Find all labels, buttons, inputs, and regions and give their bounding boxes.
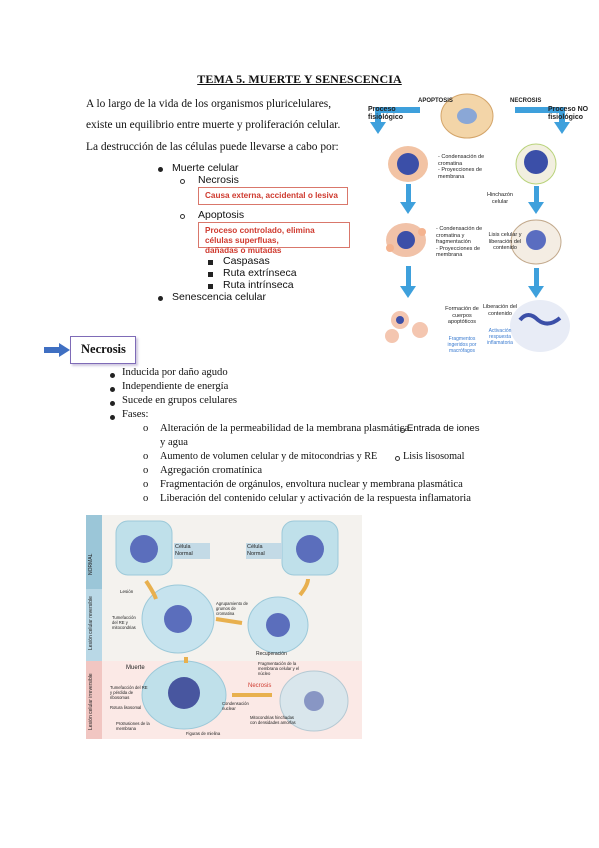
fig2-lesion-irrev: Lesión celular irreversible	[88, 673, 94, 730]
bullet	[110, 387, 115, 392]
fase-2b: Lisis lisosomal	[403, 451, 465, 462]
outline-sub-3: Ruta intrínseca	[223, 279, 294, 291]
intro-line-1: A lo largo de la vida de los organismos …	[86, 98, 332, 110]
necrosis-figure: NORMAL Lesión celular reversible Lesión …	[86, 515, 362, 739]
fig2-lesion: Lesión	[120, 589, 134, 594]
fig1-lisis: Lisis celular y liberación del contenido	[488, 232, 522, 251]
fase-circle: o	[143, 493, 149, 504]
outline-senescencia: Senescencia celular	[172, 291, 266, 303]
necrosis-heading: Necrosis	[81, 342, 126, 356]
square-bullet	[208, 272, 213, 277]
fig2-necrosis: Necrosis	[248, 683, 272, 689]
fig2-celula-normal-1: Célula Normal	[174, 543, 210, 559]
inline-circle-bullet	[395, 456, 400, 461]
necrosis-callout-text: Causa externa, accidental o lesiva	[205, 191, 338, 200]
fig1-condensacion-frag: - Condensación de cromatina y fragmentac…	[436, 226, 483, 258]
outline-muerte: Muerte celular	[172, 162, 239, 174]
fig2-tumefaccion2: Tumefacción del RE y pérdida de ribosoma…	[110, 685, 148, 700]
necrosis-bullet-1: Inducida por daño agudo	[122, 367, 228, 378]
apoptosis-callout: Proceso controlado, elimina células supe…	[198, 222, 350, 255]
bullet	[110, 373, 115, 378]
fig1-liberacion: Liberación del contenido	[482, 304, 518, 317]
necrosis-bullet-3: Sucede en grupos celulares	[122, 395, 238, 406]
fig2-figuras: Figuras de mielina	[186, 731, 221, 736]
fig2-celula-normal-2: Célula Normal	[246, 543, 282, 559]
outline-sub-2: Ruta extrínseca	[223, 267, 297, 279]
necrosis-heading-box: Necrosis	[70, 336, 136, 364]
bullet	[110, 401, 115, 406]
fig2-muerte: Muerte	[126, 665, 145, 671]
fig2-tumefaccion: Tumefacción del RE y mitocondrias	[112, 615, 136, 630]
apoptosis-necrosis-diagram	[370, 93, 570, 352]
fase-1c: y agua	[160, 437, 188, 448]
fase-3: Agregación cromatínica	[160, 465, 263, 476]
fig2-lesion-rev: Lesión celular reversible	[88, 596, 94, 650]
inline-circle-bullet	[400, 428, 405, 433]
circle-bullet	[180, 214, 185, 219]
outline-necrosis: Necrosis	[198, 174, 239, 186]
fig1-fragmentos: Fragmentos ingeridos por macrófagos	[447, 336, 477, 354]
circle-bullet	[180, 179, 185, 184]
fase-circle: o	[143, 423, 149, 434]
bullet	[158, 296, 163, 301]
bullet	[158, 167, 163, 172]
bullet	[110, 415, 115, 420]
apoptosis-callout-line2: dañadas o mutadas	[205, 246, 282, 255]
intro-line-3: La destrucción de las células puede llev…	[86, 141, 339, 153]
fase-2a: Aumento de volumen celular y de mitocond…	[160, 451, 378, 462]
fig1-hinchazon: Hinchazón celular	[487, 192, 513, 205]
fig1-activacion: Activación respuesta inflamatoria	[487, 328, 513, 346]
arrow-right-icon	[44, 343, 70, 357]
fig1-formacion: Formación de cuerpos apoptóticos	[445, 306, 479, 325]
apoptosis-callout-line1: Proceso controlado, elimina células supe…	[205, 226, 315, 245]
fig1-apoptosis-label: APOPTOSIS	[418, 98, 453, 104]
fig2-normal: NORMAL	[88, 553, 94, 575]
fig2-rotura: Rotura lisosomal	[110, 705, 142, 710]
fig2-mitocondrias: Mitocondrias hinchadas con densidades am…	[250, 715, 296, 725]
square-bullet	[208, 284, 213, 289]
necrosis-callout: Causa externa, accidental o lesiva	[198, 187, 348, 205]
fig1-necrosis-label: NECROSIS	[510, 98, 542, 104]
page-title: TEMA 5. MUERTE Y SENESCENCIA	[197, 72, 402, 86]
apoptosis-necrosis-figure: Proceso fisiológico APOPTOSIS NECROSIS P…	[350, 92, 590, 362]
necrosis-bullet-4: Fases:	[122, 409, 149, 420]
fig1-proceso-no: Proceso NO fisiológico	[548, 106, 589, 121]
intro-line-2: existe un equilibrio entre muerte y prol…	[86, 119, 341, 131]
fase-5: Liberación del contenido celular y activ…	[160, 493, 471, 504]
outline-sub-1: Caspasas	[223, 255, 270, 267]
fig2-condensacion: Condensación nuclear	[222, 701, 249, 711]
fase-circle: o	[143, 479, 149, 490]
fig2-fragmentacion: Fragmentación de la membrana celular y e…	[258, 661, 300, 676]
fig2-protrusiones: Protrusiones de la membrana	[116, 721, 150, 731]
fig2-agrupamiento: Agrupamiento de grumos de cromatina	[216, 601, 248, 616]
necrosis-diagram	[86, 515, 362, 739]
square-bullet	[208, 260, 213, 265]
fase-circle: o	[143, 465, 149, 476]
fase-4: Fragmentación de orgánulos, envoltura nu…	[160, 479, 463, 490]
fig2-recuperacion: Recuperación	[256, 651, 287, 657]
fase-circle: o	[143, 451, 149, 462]
fase-1b: Entrada de iones	[407, 423, 480, 434]
fase-1a: Alteración de la permeabilidad de la mem…	[160, 423, 412, 434]
fig1-condensacion: - Condensación de cromatina - Proyeccion…	[438, 154, 485, 180]
necrosis-bullet-2: Independiente de energía	[122, 381, 229, 392]
fig1-proceso-fisiologico: Proceso fisiológico	[368, 106, 403, 121]
outline-apoptosis: Apoptosis	[198, 209, 245, 221]
